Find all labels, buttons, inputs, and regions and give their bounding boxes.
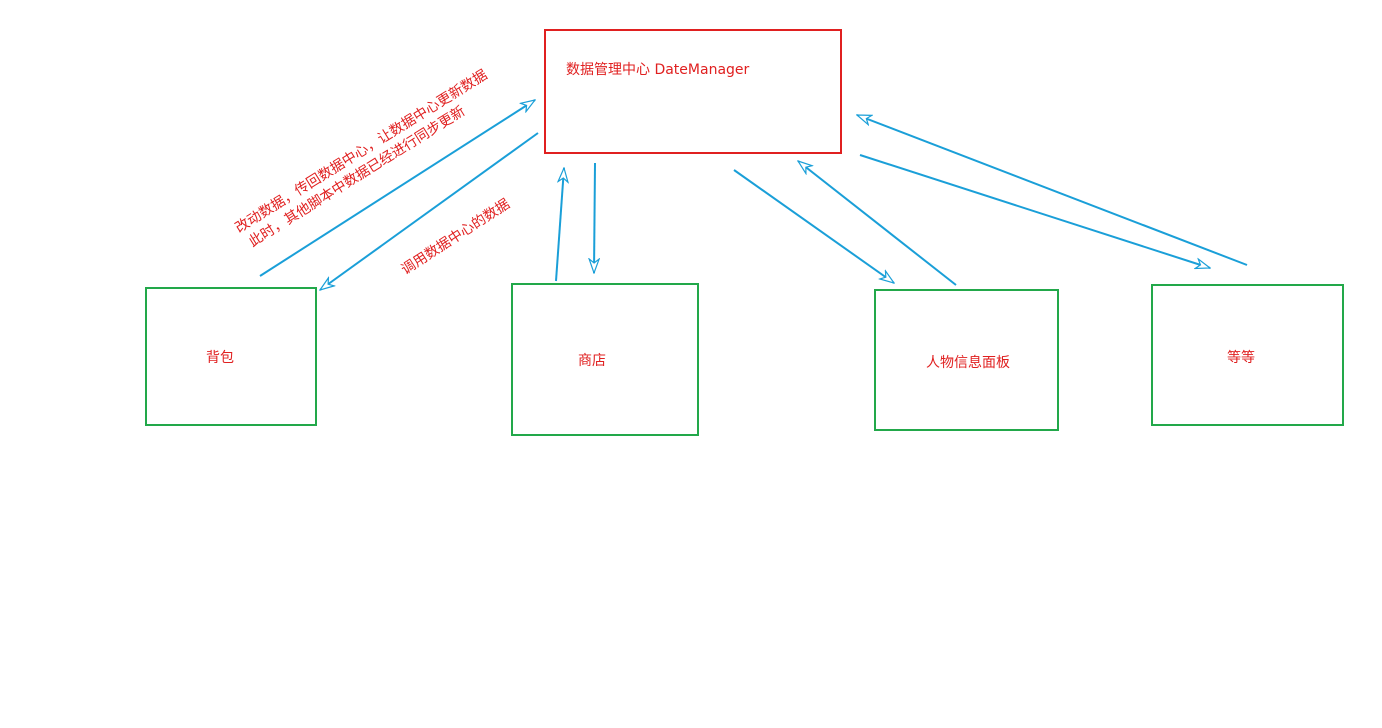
arrow-center-to-bag: [320, 132, 539, 290]
etc-label: 等等: [1227, 350, 1255, 366]
etc-box: 等等: [1151, 284, 1344, 426]
arrow-character-to-center: [798, 161, 957, 286]
arrow-center-to-shop: [594, 162, 595, 273]
bag-label: 背包: [206, 350, 234, 366]
character-panel-label: 人物信息面板: [926, 355, 1010, 371]
shop-box: 商店: [511, 283, 699, 436]
character-panel-box: 人物信息面板: [874, 289, 1059, 431]
arrow-center-to-etc: [859, 154, 1210, 268]
arrow-center-to-character: [733, 169, 894, 283]
bag-box: 背包: [145, 287, 317, 426]
shop-label: 商店: [578, 353, 606, 369]
arrow-shop-to-center: [555, 168, 564, 282]
data-manager-label: 数据管理中心 DateManager: [566, 62, 750, 78]
arrow-etc-to-center: [857, 114, 1248, 266]
data-manager-box: 数据管理中心 DateManager: [544, 29, 842, 154]
arrow-bag-to-center: [259, 100, 535, 277]
